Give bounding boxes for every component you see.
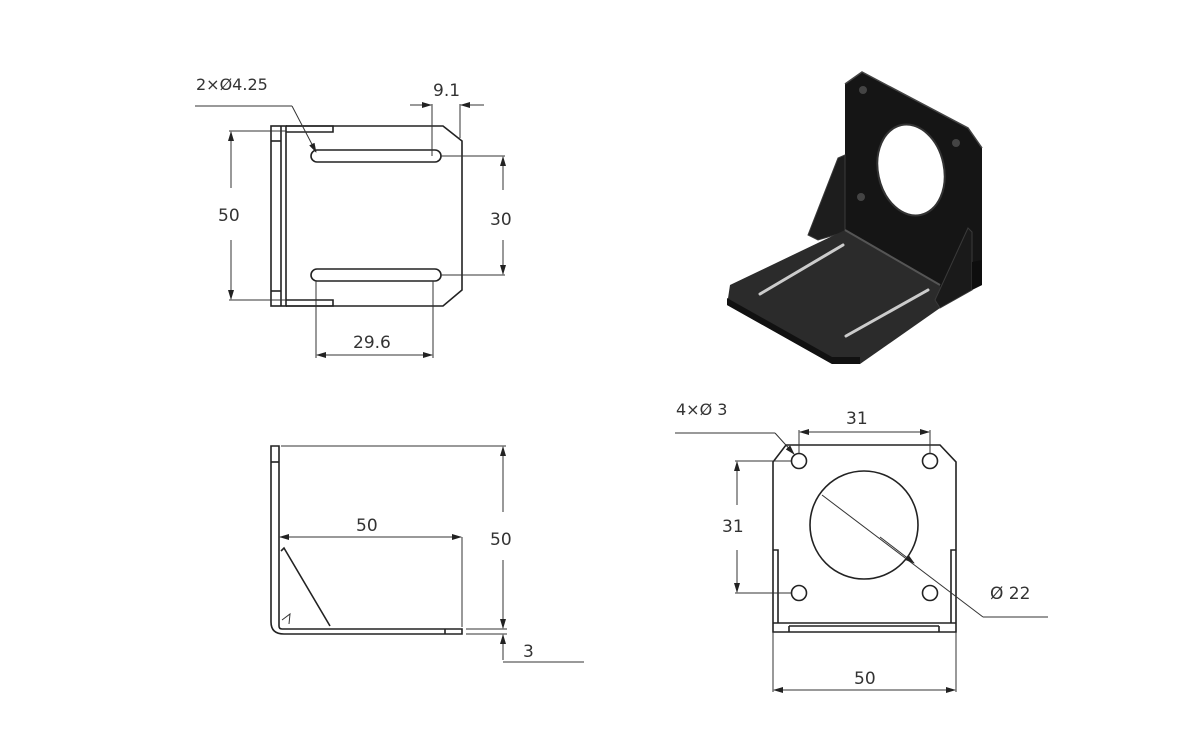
dim-side-height-50: 50 [490,530,512,550]
dim-thickness-3: 3 [523,642,534,662]
slot-diameter-callout: 2×Ø4.25 [196,75,268,94]
dim-9-1: 9.1 [433,81,460,101]
dim-center-hole-diameter: Ø 22 [990,584,1030,604]
dim-front-width-50: 50 [854,669,876,689]
dim-base-length-50: 50 [356,516,378,536]
isometric-render [727,71,983,364]
top-view [195,102,506,358]
dim-hole-spacing-horizontal: 31 [846,409,868,429]
side-view [270,445,584,663]
dim-slot-spacing-30: 30 [490,210,512,230]
dim-hole-spacing-vertical: 31 [722,517,744,537]
mount-hole-callout: 4×Ø 3 [676,400,727,419]
dim-top-height-50: 50 [218,206,240,226]
dim-slot-length-29-6: 29.6 [353,333,391,353]
front-view [675,429,1048,693]
